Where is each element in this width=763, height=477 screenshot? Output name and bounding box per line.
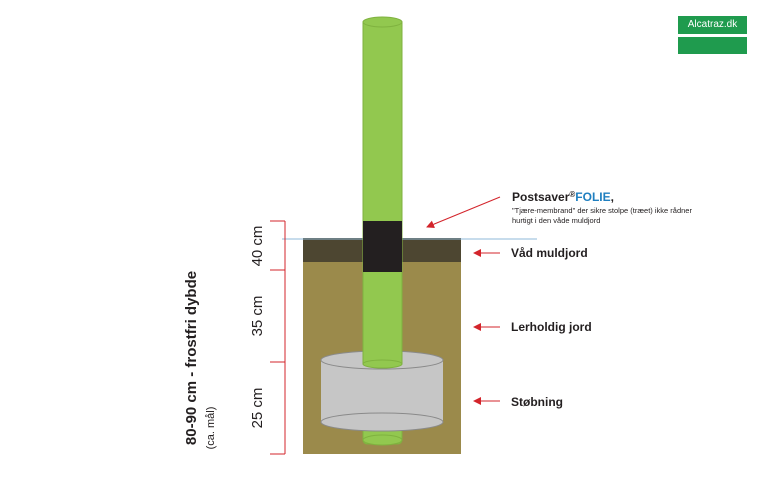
clay-label: Lerholdig jord: [511, 320, 592, 334]
post-bottom-end: [362, 434, 403, 446]
fence-post: [362, 21, 403, 365]
brand-logo[interactable]: Alcatraz.dk: [678, 16, 747, 34]
concrete-label: Støbning: [511, 395, 563, 409]
dimension-label-25cm: 25 cm: [249, 388, 266, 429]
dimension-label-40cm: 40 cm: [249, 226, 266, 267]
postsaver-callout-title: Postsaver®FOLIE,: [512, 190, 614, 205]
postsaver-folie-membrane: [363, 221, 402, 272]
dimension-label-35cm: 35 cm: [249, 296, 266, 337]
postsaver-name: Postsaver: [512, 190, 570, 204]
brand-logo-text: Alcatraz.dk: [687, 19, 738, 30]
postsaver-description-line-1: "Tjære-membrand" der sikre stolpe (træet…: [512, 206, 692, 215]
post-bottom-ellipse: [362, 359, 403, 369]
concrete-footing-bottom: [320, 412, 444, 432]
post-top-end: [362, 16, 403, 28]
concrete-footing: [321, 360, 443, 422]
approximate-note: (ca. mål): [205, 407, 217, 450]
postsaver-registered-mark: ®: [569, 190, 575, 199]
brand-logo-bar: [678, 37, 747, 54]
frost-depth-label: 80-90 cm - frostfri dybde: [183, 271, 200, 445]
postsaver-comma: ,: [611, 190, 614, 204]
postsaver-arrow: [426, 196, 501, 229]
postsaver-product: FOLIE: [575, 190, 610, 204]
topsoil-label: Våd muldjord: [511, 246, 588, 260]
postsaver-description-line-2: hurtigt i den våde muldjord: [512, 216, 600, 225]
